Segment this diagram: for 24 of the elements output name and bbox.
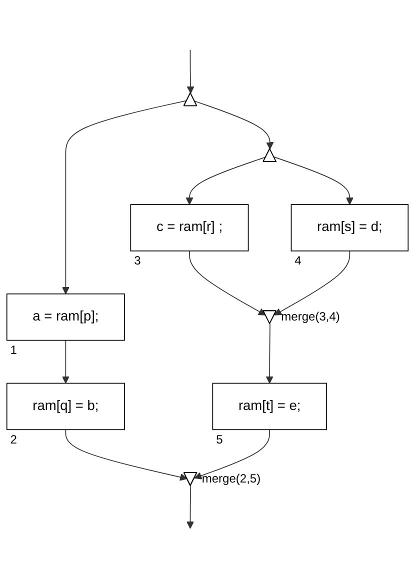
arrow (186, 156, 267, 205)
merge-label: merge(3,4) (281, 309, 340, 324)
arrow (189, 250, 266, 316)
step-number: 5 (216, 432, 223, 446)
arrow (194, 429, 270, 480)
arrow (194, 100, 274, 150)
arrow (186, 49, 194, 94)
node-box: a = ram[p]; (6, 293, 125, 341)
arrow (274, 250, 350, 316)
arrow (273, 156, 354, 205)
node-box: ram[q] = b; (6, 382, 125, 430)
arrow (65, 429, 188, 481)
arrow (62, 100, 188, 294)
merge-label: merge(2,5) (202, 471, 261, 486)
step-number: 3 (134, 254, 141, 268)
step-number: 1 (10, 342, 17, 357)
node-box: ram[s] = d; (290, 204, 409, 252)
node-box: ram[t] = e; (212, 382, 327, 430)
step-number: 2 (10, 432, 17, 446)
arrow (62, 340, 70, 384)
node-box: c = ram[r] ; (130, 204, 249, 252)
step-number: 4 (294, 254, 302, 268)
arrow (266, 323, 274, 384)
arrow (186, 485, 194, 529)
